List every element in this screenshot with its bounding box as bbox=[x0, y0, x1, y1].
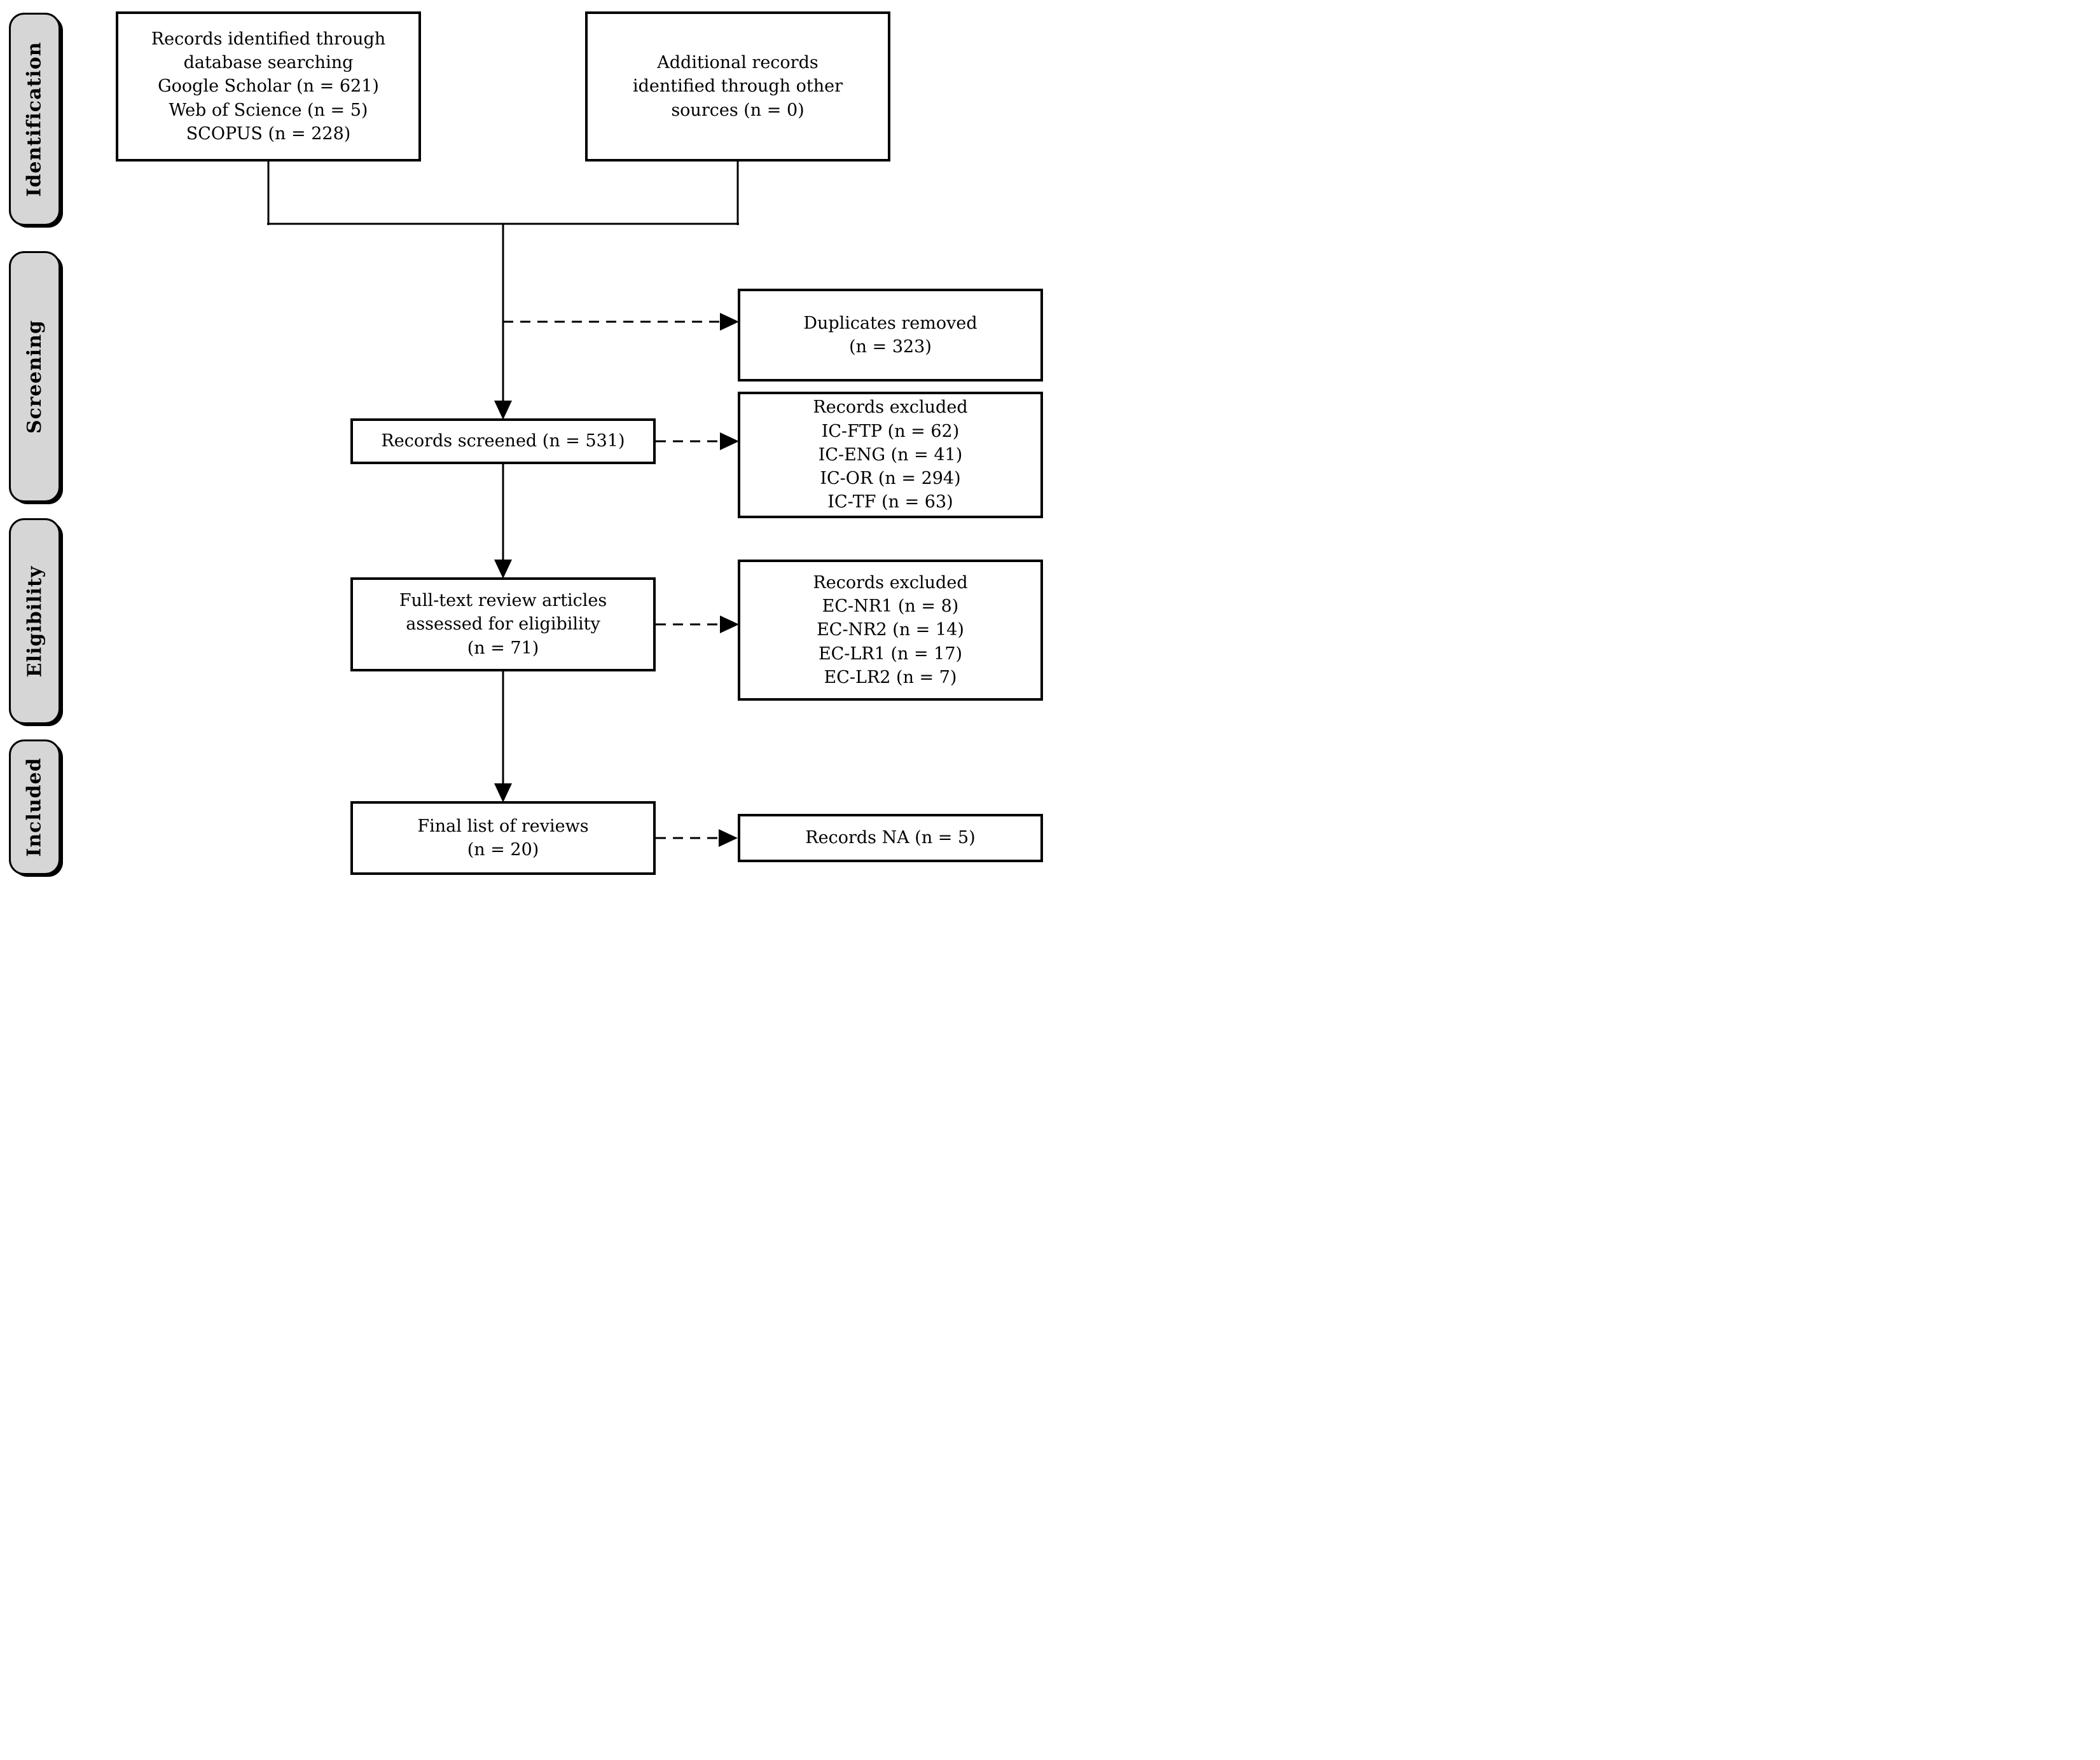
arrowhead-into-duplicates bbox=[720, 313, 739, 331]
box-duplicates-removed-text: Duplicates removed (n = 323) bbox=[803, 313, 977, 357]
stage-eligibility: Eligibility bbox=[9, 518, 60, 724]
arrowhead-into-final bbox=[494, 783, 512, 802]
stage-included-label: Included bbox=[24, 757, 46, 857]
box-final-list-text: Final list of reviews (n = 20) bbox=[417, 816, 589, 860]
box-records-excluded-eligibility: Records excluded EC-NR1 (n = 8) EC-NR2 (… bbox=[738, 560, 1043, 701]
box-additional-records: Additional records identified through ot… bbox=[585, 11, 890, 162]
box-records-identified: Records identified through database sear… bbox=[116, 11, 421, 162]
box-fulltext-assessed: Full-text review articles assessed for e… bbox=[350, 577, 656, 671]
box-records-na-text: Records NA (n = 5) bbox=[805, 828, 976, 848]
box-records-excluded-screening: Records excluded IC-FTP (n = 62) IC-ENG … bbox=[738, 392, 1043, 518]
stage-included: Included bbox=[9, 739, 60, 875]
box-records-excluded-screening-text: Records excluded IC-FTP (n = 62) IC-ENG … bbox=[813, 397, 968, 512]
box-additional-records-text: Additional records identified through ot… bbox=[632, 53, 843, 120]
box-records-na: Records NA (n = 5) bbox=[738, 814, 1043, 862]
arrowhead-into-na bbox=[719, 829, 738, 847]
arrowhead-into-screened bbox=[494, 401, 512, 420]
box-records-screened: Records screened (n = 531) bbox=[350, 418, 656, 464]
box-final-list: Final list of reviews (n = 20) bbox=[350, 801, 656, 875]
arrowhead-into-fulltext bbox=[494, 560, 512, 579]
box-records-screened-text: Records screened (n = 531) bbox=[381, 431, 625, 451]
arrowhead-into-excluded-eligibility bbox=[720, 615, 739, 633]
box-records-excluded-eligibility-text: Records excluded EC-NR1 (n = 8) EC-NR2 (… bbox=[813, 572, 968, 687]
stage-screening-label: Screening bbox=[24, 320, 46, 434]
stage-identification: Identification bbox=[9, 13, 60, 226]
stage-eligibility-label: Eligibility bbox=[24, 565, 46, 677]
box-fulltext-assessed-text: Full-text review articles assessed for e… bbox=[399, 591, 607, 658]
stage-screening: Screening bbox=[9, 251, 60, 502]
stage-identification-label: Identification bbox=[24, 41, 46, 197]
arrowhead-into-excluded-screening bbox=[720, 432, 739, 450]
box-duplicates-removed: Duplicates removed (n = 323) bbox=[738, 289, 1043, 382]
prisma-flow-diagram: Identification Screening Eligibility Inc… bbox=[0, 0, 1050, 880]
box-records-identified-text: Records identified through database sear… bbox=[151, 29, 386, 144]
